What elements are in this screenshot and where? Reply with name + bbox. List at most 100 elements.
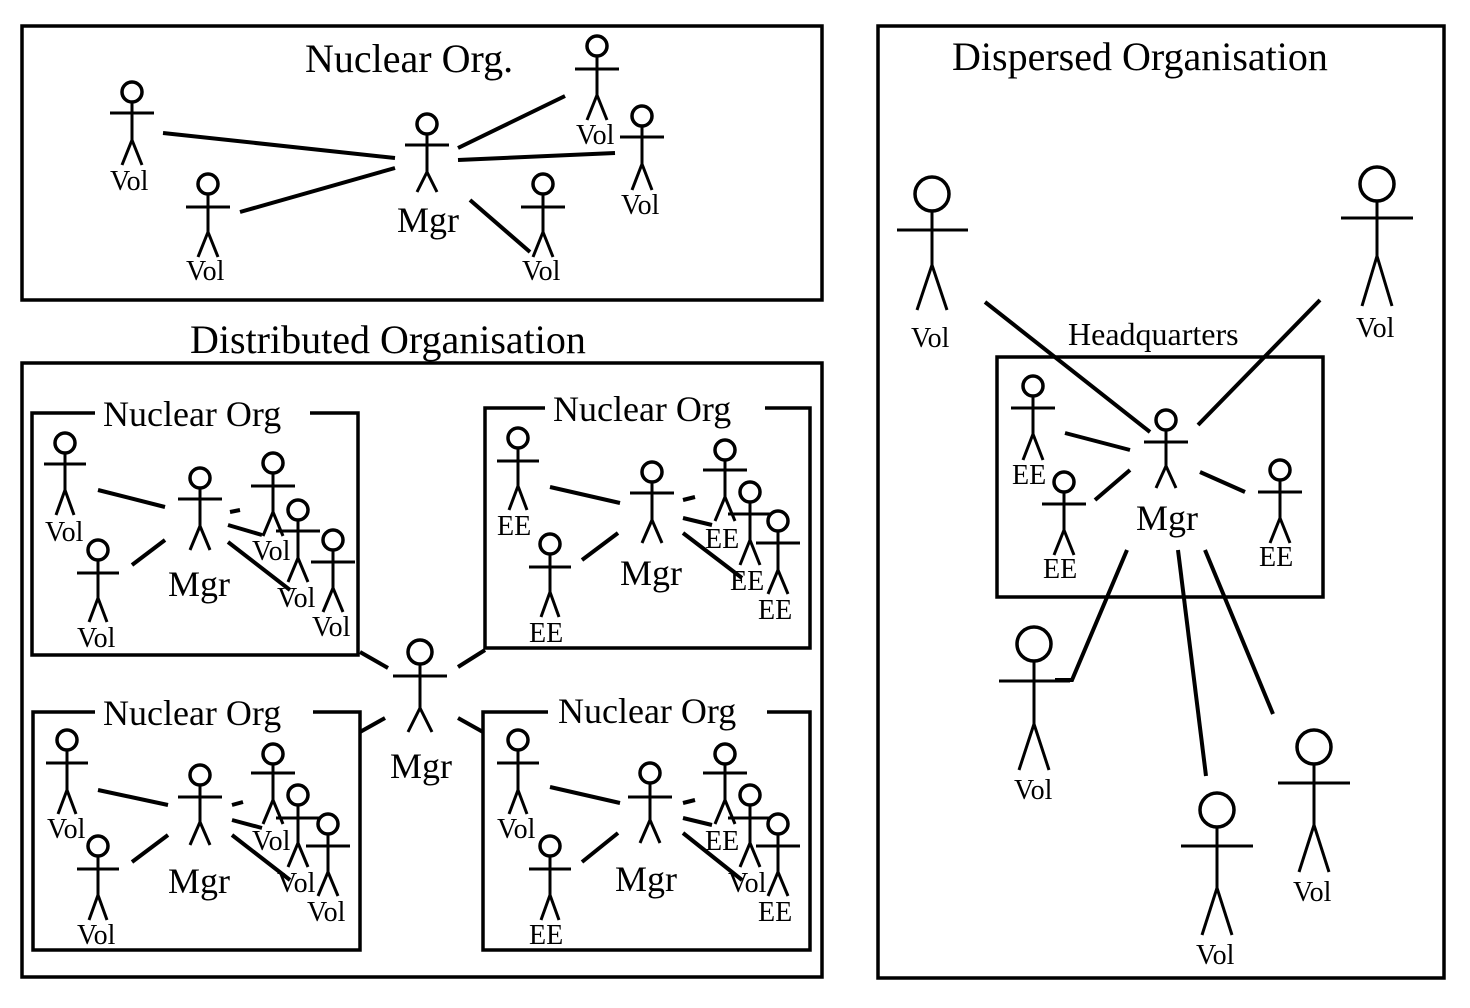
stick-figure-icon <box>110 80 154 166</box>
stick-figure-icon <box>575 34 619 121</box>
sub-org-bottom-right: Nuclear Org Vol EE Mg <box>481 691 812 952</box>
stick-figure-icon <box>405 112 449 193</box>
nuclear-manager-label: Mgr <box>397 200 459 240</box>
stick-figure-icon <box>186 172 230 258</box>
stick-figure-icon <box>276 498 320 583</box>
outer-member-label: Vol <box>1293 877 1332 908</box>
manager-label: Mgr <box>620 553 682 593</box>
stick-figure-icon <box>251 742 295 825</box>
nuclear-member-label: Vol <box>576 120 615 151</box>
stick-figure-icon <box>178 466 222 551</box>
stick-figure-icon <box>44 431 86 516</box>
nuclear-org-panel: Nuclear Org. Vol Vol <box>20 24 824 302</box>
stick-figure-icon <box>529 834 571 921</box>
member-label: Vol <box>77 623 116 654</box>
stick-figure-icon <box>306 812 350 897</box>
stick-figure-icon <box>1258 458 1302 544</box>
stick-figure-icon <box>1011 374 1055 461</box>
sub-org-title: Nuclear Org <box>553 389 731 429</box>
outer-member-label: Vol <box>911 323 950 354</box>
stick-figure-icon <box>756 812 800 897</box>
nuclear-org-border <box>20 24 824 302</box>
stick-figure-icon <box>521 172 565 258</box>
distributed-org-border <box>20 361 824 979</box>
stick-figure-icon <box>1144 408 1188 489</box>
stick-figure-icon <box>1042 470 1086 556</box>
stick-figure-icon <box>46 728 88 815</box>
stick-figure-icon <box>897 175 968 311</box>
outer-member-label: Vol <box>1014 775 1053 806</box>
hq-manager-label: Mgr <box>1136 498 1198 538</box>
dispersed-links <box>983 298 1322 777</box>
member-label: Vol <box>497 814 536 845</box>
stick-figure-icon <box>703 438 747 522</box>
stick-figure-icon <box>630 460 674 544</box>
stick-figure-icon <box>703 742 747 825</box>
manager-label: Mgr <box>168 564 230 604</box>
sub-org-title: Nuclear Org <box>103 394 281 434</box>
outer-member-label: Vol <box>1196 940 1235 971</box>
stick-figure-icon <box>1341 165 1413 307</box>
stick-figure-icon <box>756 509 800 595</box>
headquarters-border <box>995 355 1325 599</box>
member-label: Vol <box>77 920 116 951</box>
member-label: EE <box>497 511 531 542</box>
stick-figure-icon <box>311 528 355 613</box>
member-label: Vol <box>45 517 84 548</box>
stick-figure-icon <box>77 834 119 921</box>
member-label: EE <box>758 595 792 626</box>
member-label: Vol <box>312 612 351 643</box>
member-label: EE <box>705 524 739 555</box>
distributed-org-panel: Mgr Nuclear Org Vol <box>20 361 824 979</box>
stick-figure-icon <box>276 783 320 868</box>
member-label: Vol <box>307 897 346 928</box>
member-label: Vol <box>277 868 316 899</box>
stick-figure-icon <box>728 783 772 868</box>
dispersed-org-title: Dispersed Organisation <box>952 34 1328 79</box>
hq-member-label: EE <box>1043 554 1077 585</box>
hq-member-label: EE <box>1012 460 1046 491</box>
sub-org-top-right: Nuclear Org EE EE Mgr <box>483 389 812 650</box>
nuclear-member-label: Vol <box>186 256 225 287</box>
stick-figure-icon <box>529 532 571 618</box>
dispersed-org-panel: Dispersed Organisation Headquarters Vol <box>876 24 1446 980</box>
member-label: EE <box>730 566 764 597</box>
stick-figure-icon <box>251 451 295 537</box>
nuclear-member-label: Vol <box>522 256 561 287</box>
member-label: EE <box>529 618 563 649</box>
manager-label: Mgr <box>615 859 677 899</box>
stick-figure-icon <box>497 426 539 511</box>
nuclear-member-label: Vol <box>110 166 149 197</box>
sub-org-top-left: Nuclear Org Vol Vol M <box>30 394 360 657</box>
nuclear-org-links <box>162 94 616 254</box>
stick-figure-icon <box>497 728 539 815</box>
distributed-org-title: Distributed Organisation <box>190 317 586 362</box>
central-manager-links <box>359 648 487 734</box>
member-label: Vol <box>277 583 316 614</box>
central-manager-label: Mgr <box>390 746 452 786</box>
stick-figure-icon <box>620 104 664 191</box>
stick-figure-icon <box>77 538 119 623</box>
stick-figure-icon <box>628 761 672 844</box>
stick-figure-icon <box>178 763 222 846</box>
nuclear-org-title: Nuclear Org. <box>305 36 513 81</box>
member-label: Vol <box>47 814 86 845</box>
stick-figure-icon <box>1278 728 1350 873</box>
stick-figure-icon <box>999 625 1070 771</box>
member-label: EE <box>758 897 792 928</box>
member-label: EE <box>529 920 563 951</box>
stick-figure-icon <box>728 480 772 566</box>
hq-member-label: EE <box>1259 542 1293 573</box>
member-label: Vol <box>252 826 291 857</box>
member-label: Vol <box>252 536 291 567</box>
nuclear-member-label: Vol <box>621 190 660 221</box>
member-label: Vol <box>728 868 767 899</box>
manager-label: Mgr <box>168 861 230 901</box>
member-label: EE <box>705 826 739 857</box>
headquarters-title: Headquarters <box>1068 316 1239 352</box>
dispersed-org-border <box>876 24 1446 980</box>
sub-org-title: Nuclear Org <box>103 693 281 733</box>
sub-org-title: Nuclear Org <box>558 691 736 731</box>
stick-figure-icon <box>393 638 447 733</box>
